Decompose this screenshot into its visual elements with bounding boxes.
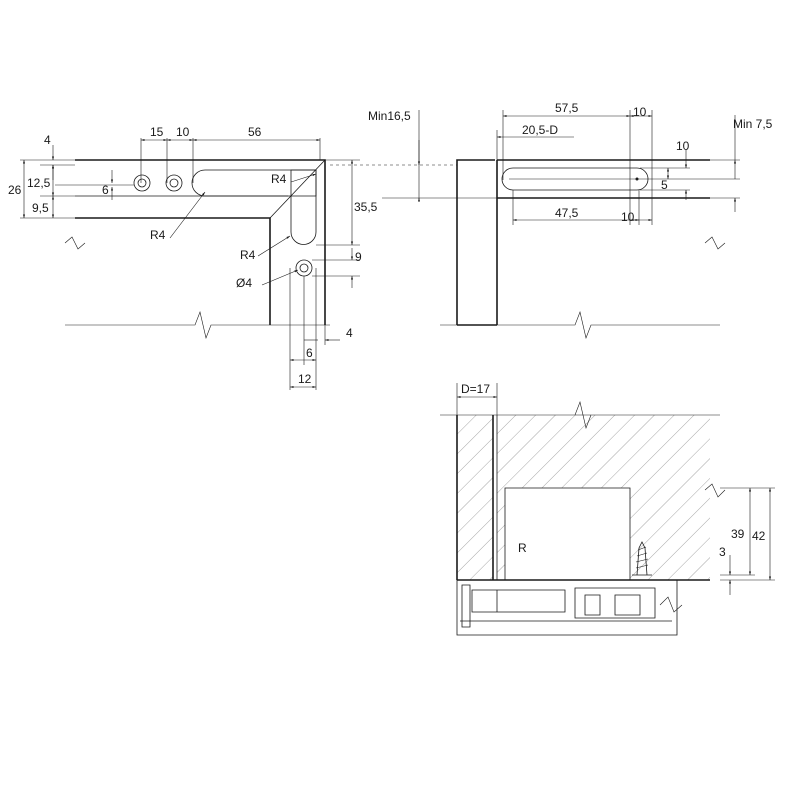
dim-left-6: 6 xyxy=(102,183,109,197)
dim-left-35-5: 35,5 xyxy=(354,200,378,214)
dim-left-10: 10 xyxy=(176,125,190,139)
dim-right-47-5: 47,5 xyxy=(555,206,579,220)
dim-section-39: 39 xyxy=(731,527,745,541)
section-mark: R xyxy=(518,541,527,555)
dim-right-min7-5: Min 7,5 xyxy=(733,117,773,131)
dim-right-10-top: 10 xyxy=(633,105,647,119)
slot-horizontal xyxy=(191,169,317,197)
dim-right-10-right: 10 xyxy=(676,139,690,153)
dim-right-min16-5: Min16,5 xyxy=(368,109,411,123)
dim-left-4-bottom: 4 xyxy=(346,326,353,340)
dim-left-r4-left: R4 xyxy=(150,228,166,242)
slot-long xyxy=(501,167,649,191)
dim-right-10-bottom: 10 xyxy=(621,210,635,224)
dim-left-56: 56 xyxy=(248,125,262,139)
hole-lower xyxy=(295,259,313,277)
dim-left-dia4: Ø4 xyxy=(236,276,252,290)
slot-vertical xyxy=(290,169,317,245)
dim-right-5: 5 xyxy=(661,178,668,192)
dim-right-20-5: 20,5-D xyxy=(522,123,558,137)
dim-section-d17: D=17 xyxy=(461,382,490,396)
hole-left xyxy=(133,174,151,192)
dim-left-9-5: 9,5 xyxy=(32,201,49,215)
left-view: 4 15 10 56 26 12,5 6 9,5 R4 R4 35,5 R4 9… xyxy=(8,125,378,390)
hole-right xyxy=(165,174,183,192)
dim-left-4: 4 xyxy=(44,133,51,147)
dim-left-r4-mid: R4 xyxy=(240,248,256,262)
dim-left-r4-top: R4 xyxy=(271,172,287,186)
right-view: Min16,5 57,5 10 Min 7,5 20,5-D 10 5 47,5… xyxy=(330,101,773,340)
dim-left-12-5: 12,5 xyxy=(27,176,51,190)
dim-left-6-bottom: 6 xyxy=(306,346,313,360)
dim-right-57-5: 57,5 xyxy=(555,101,579,115)
dim-left-9: 9 xyxy=(355,250,362,264)
section-view: R D=17 39 42 3 xyxy=(440,382,775,636)
dim-left-12-bottom: 12 xyxy=(298,372,312,386)
dim-section-3: 3 xyxy=(719,545,726,559)
dim-left-15: 15 xyxy=(150,125,164,139)
dim-left-26: 26 xyxy=(8,183,22,197)
dim-section-42: 42 xyxy=(752,529,766,543)
screw-icon xyxy=(632,541,652,576)
